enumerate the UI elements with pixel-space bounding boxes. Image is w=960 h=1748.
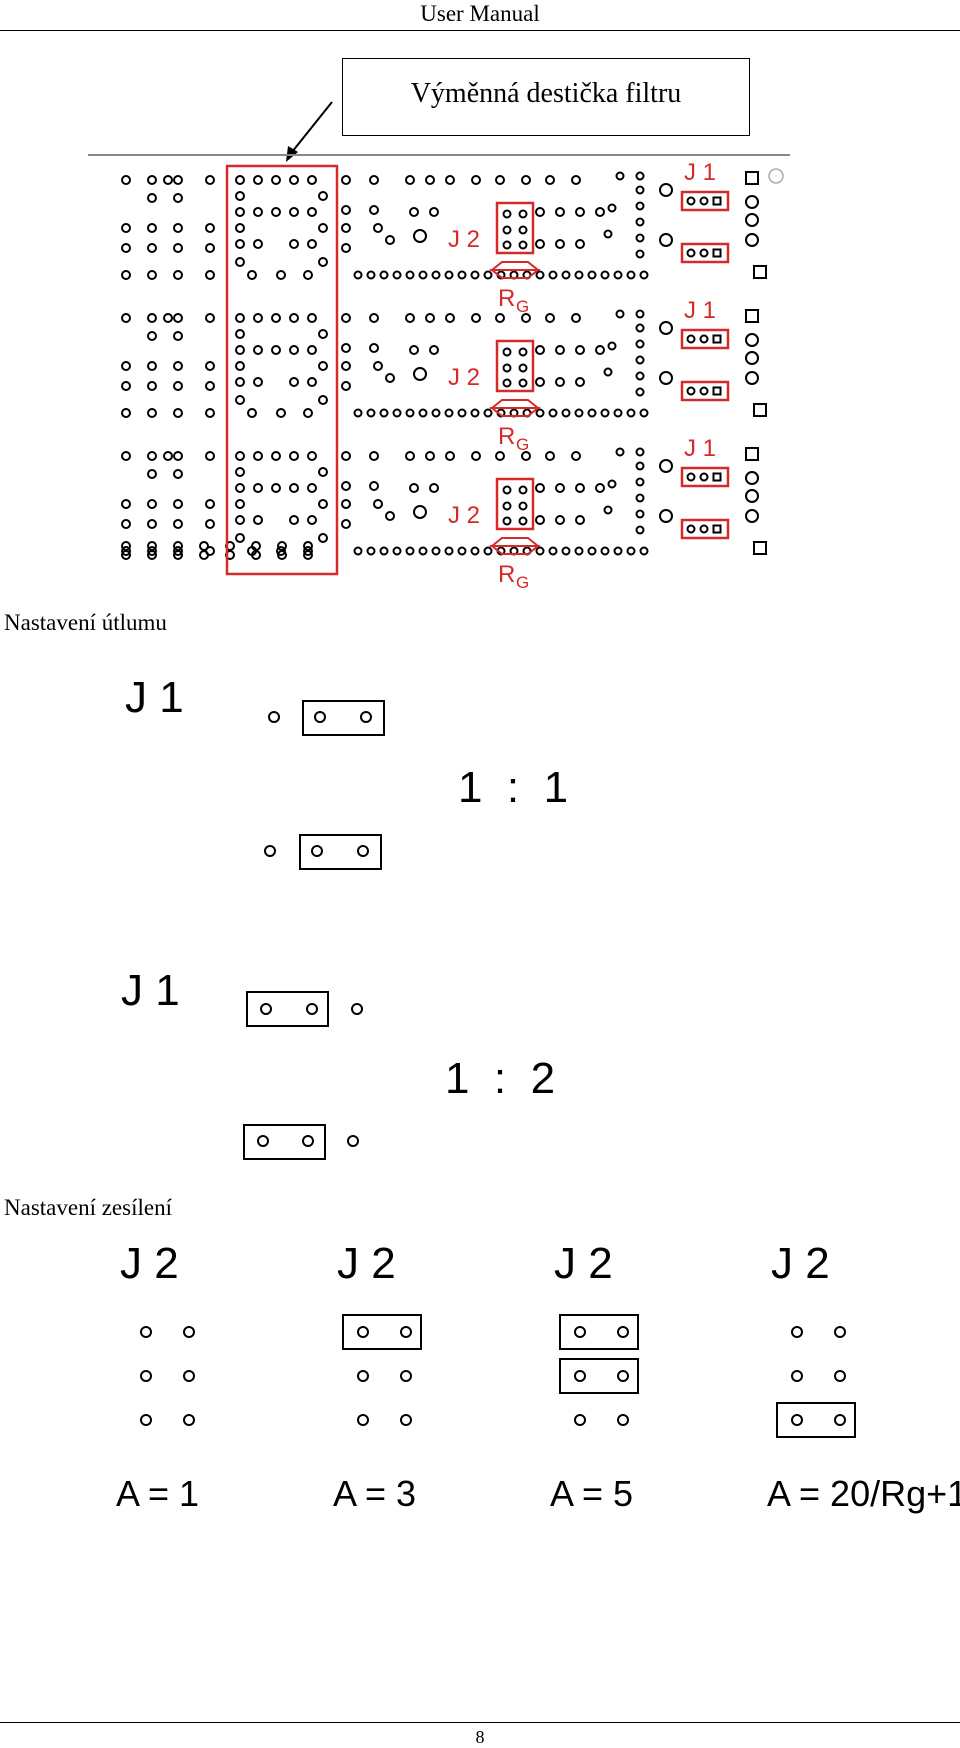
svg-text:R: R xyxy=(498,561,515,588)
filter-plate-outline xyxy=(225,164,339,576)
callout-text: Výměnná destička filtru xyxy=(410,78,682,109)
svg-text:J 1: J 1 xyxy=(684,159,716,186)
callout-arrow xyxy=(286,101,333,162)
svg-text:J 1: J 1 xyxy=(684,297,716,324)
gain-jumper-label-1: J 2 xyxy=(120,1240,179,1288)
att-jumper-row-1b xyxy=(264,834,382,870)
svg-text:G: G xyxy=(516,297,529,316)
svg-text:J 2: J 2 xyxy=(448,226,480,253)
att-ratio-1: 1 : 1 xyxy=(458,763,568,812)
gain-jumper-label-4: J 2 xyxy=(771,1240,830,1288)
svg-text:J 2: J 2 xyxy=(448,364,480,391)
header-title: User Manual xyxy=(420,1,540,26)
gain-config-2: J 2 A = 3 xyxy=(333,1240,422,1514)
gain-config-3: J 2 A = 5 xyxy=(550,1240,639,1514)
svg-text:G: G xyxy=(516,573,529,592)
svg-text:J 2: J 2 xyxy=(448,502,480,529)
attenuation-diagram: J 1 1 : 1 J 1 1 : 2 xyxy=(121,673,568,1160)
att-jumper-row-1a xyxy=(268,700,385,736)
gain-result-3: A = 5 xyxy=(550,1473,633,1514)
att-jumper-row-2b xyxy=(243,1124,359,1160)
gain-result-4: A = 20/Rg+1 xyxy=(767,1473,960,1514)
gain-title: Nastavení zesílení xyxy=(4,1195,172,1220)
att-jumper-row-2a xyxy=(246,991,363,1027)
gain-config-1: J 2 A = 1 xyxy=(116,1240,199,1514)
att-jumper-label-2: J 1 xyxy=(121,966,180,1015)
page-footer: 8 xyxy=(0,1722,960,1748)
gain-config-4: J 2 A = 20/Rg+1 xyxy=(767,1240,960,1514)
pcb-holes xyxy=(121,171,767,560)
svg-text:R: R xyxy=(498,285,515,312)
gain-result-2: A = 3 xyxy=(333,1473,416,1514)
att-ratio-2: 1 : 2 xyxy=(445,1054,555,1103)
filter-board-callout: Výměnná destička filtru xyxy=(342,58,750,136)
gain-jumper-label-3: J 2 xyxy=(554,1240,613,1288)
att-jumper-label-1: J 1 xyxy=(125,673,184,722)
page-header: User Manual xyxy=(0,0,960,31)
svg-text:G: G xyxy=(516,435,529,454)
svg-text:J 1: J 1 xyxy=(684,435,716,462)
attenuation-title: Nastavení útlumu xyxy=(4,610,167,635)
gain-diagram: J 2 A = 1 J 2 A = 3 J 2 A = 5 J 2 A = 20/Rg+1 xyxy=(116,1240,960,1514)
gain-jumper-label-2: J 2 xyxy=(337,1240,396,1288)
svg-text:R: R xyxy=(498,423,515,450)
gain-result-1: A = 1 xyxy=(116,1473,199,1514)
page-number: 8 xyxy=(475,1727,485,1747)
